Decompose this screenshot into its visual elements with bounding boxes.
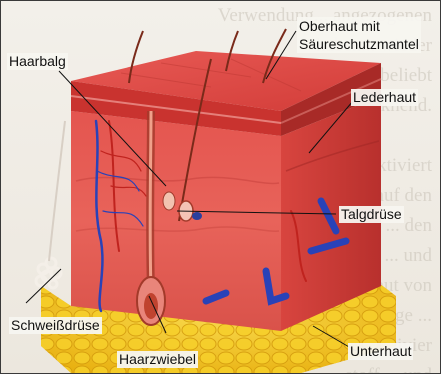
label-lederhaut: Lederhaut <box>351 89 418 106</box>
label-unterhaut: Unterhaut <box>348 343 413 360</box>
label-schweissdruese: Schweißdrüse <box>9 317 102 334</box>
sweat-gland <box>36 121 65 288</box>
label-haarzwiebel: Haarzwiebel <box>117 351 198 368</box>
label-talgdruese: Talgdrüse <box>339 206 404 223</box>
label-oberhaut: Oberhaut mit Säureschutzmantel <box>297 17 421 53</box>
label-haarbalg: Haarbalg <box>7 53 68 70</box>
